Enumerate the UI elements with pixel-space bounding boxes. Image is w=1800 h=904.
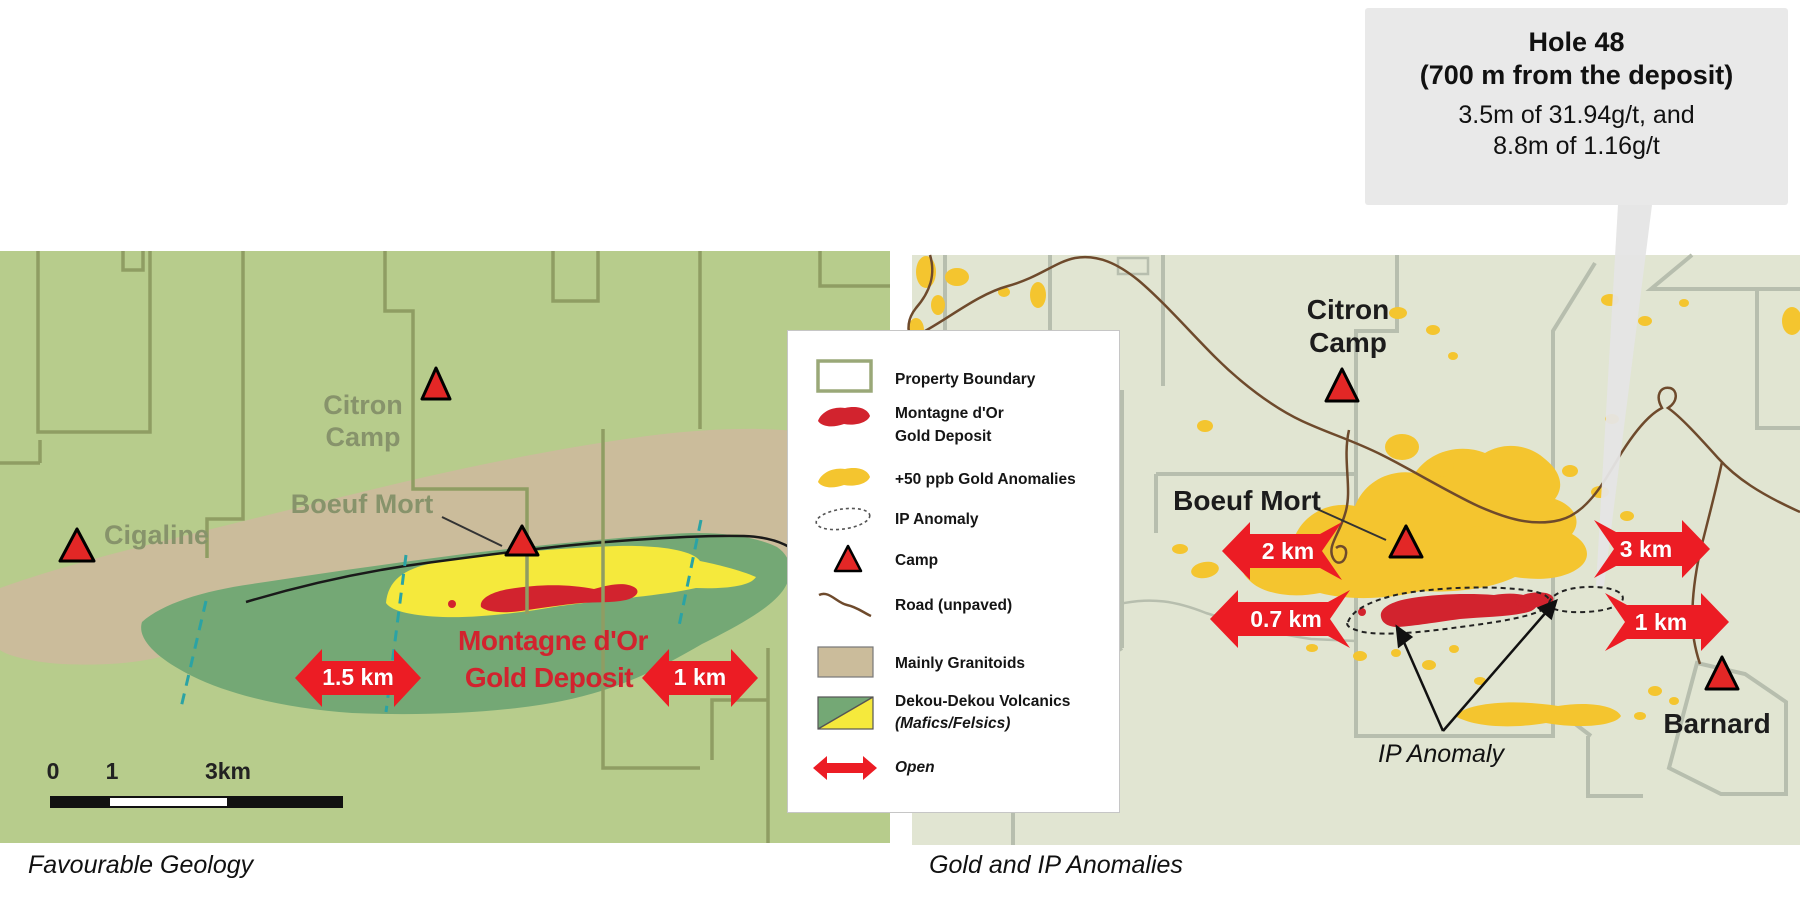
legend-label: Dekou-Dekou Volcanics	[895, 693, 1071, 710]
scale-bar-segment	[52, 798, 110, 806]
callout-subtitle: (700 m from the deposit)	[1419, 60, 1734, 90]
left-map-caption: Favourable Geology	[28, 851, 254, 879]
deposit-label-line1: Montagne d'Or	[458, 625, 648, 656]
deposit-label-line2: Gold Deposit	[464, 662, 634, 693]
arrow-0-7km-label: 0.7 km	[1250, 606, 1322, 632]
scale-bar-segment	[110, 798, 227, 806]
legend-label: IP Anomaly	[895, 511, 979, 528]
cigaline-label: Cigaline	[104, 520, 210, 550]
property-boundary-icon	[816, 359, 873, 393]
ip-anomaly-outlines	[1346, 585, 1624, 635]
boeuf-mort-label-left: Boeuf Mort	[290, 489, 434, 519]
callout-title: Hole 48	[1528, 27, 1625, 57]
open-arrows-icon	[813, 756, 877, 780]
arrow-2km-label: 2 km	[1261, 538, 1315, 564]
legend-label: Property Boundary	[895, 371, 1036, 388]
callout-body-line2: 8.8m of 1.16g/t	[1493, 132, 1660, 160]
arrow-3km-label: 3 km	[1619, 536, 1673, 562]
map-legend: Property Boundary Montagne d'Or Gold Dep…	[787, 330, 1120, 813]
boeuf-mort-label-right: Boeuf Mort	[1173, 485, 1321, 516]
gold-anomalies-icon	[818, 467, 870, 488]
right-distance-arrows	[1210, 520, 1729, 651]
arrow-3km	[1594, 520, 1710, 578]
scale-bar	[50, 796, 343, 808]
citron-camp-label-left-line2: Camp	[325, 422, 401, 452]
scale-tick-0: 0	[46, 758, 60, 784]
ip-anomaly-label: IP Anomaly	[1378, 740, 1504, 768]
right-property-boundaries	[943, 253, 1800, 845]
legend-label: Camp	[895, 552, 939, 569]
camp-icon	[833, 544, 863, 573]
arrow-1-5km	[295, 649, 421, 707]
scale-bar-segment	[227, 798, 341, 806]
volcanics-icon	[817, 696, 874, 730]
legend-label: Montagne d'Or	[895, 405, 1004, 422]
granitoids-icon	[817, 646, 874, 678]
callout-pointer-tail	[1596, 205, 1652, 586]
left-map-geology	[0, 251, 890, 843]
scale-tick-3km: 3km	[204, 758, 252, 784]
arrow-0-7km	[1210, 590, 1350, 648]
arrow-1km-left	[642, 649, 758, 707]
arrow-1-5km-label: 1.5 km	[322, 664, 394, 690]
right-map-caption: Gold and IP Anomalies	[929, 851, 1183, 879]
gold-deposit-right	[1358, 592, 1554, 627]
citron-camp-icon-right	[1324, 367, 1360, 403]
citron-camp-label-right-line1: Citron	[1306, 294, 1390, 325]
hole-48-callout: Hole 48 (700 m from the deposit) 3.5m of…	[1365, 8, 1788, 205]
gold-deposit-icon	[818, 406, 870, 427]
road-icon	[818, 592, 872, 618]
legend-label: Open	[895, 759, 935, 776]
callout-body-line1: 3.5m of 31.94g/t, and	[1458, 101, 1695, 129]
arrow-1km-left-label: 1 km	[673, 664, 727, 690]
left-distance-arrows	[295, 649, 758, 707]
citron-camp-label-left-line1: Citron	[323, 390, 403, 420]
barnard-camp-icon	[1704, 655, 1740, 691]
arrow-2km	[1222, 522, 1342, 580]
citron-camp-icon-left	[420, 366, 452, 401]
left-camp-markers	[58, 366, 540, 563]
legend-label: Mainly Granitoids	[895, 655, 1026, 672]
cigaline-camp-icon	[58, 527, 96, 563]
boeuf-mort-camp-icon-right	[1388, 524, 1424, 559]
arrow-1km-right	[1605, 593, 1729, 651]
legend-label-line2: (Mafics/Felsics)	[895, 715, 1011, 732]
fault-dashed-lines	[178, 519, 703, 713]
granitoid-area	[0, 428, 890, 665]
scale-tick-1: 1	[105, 758, 119, 784]
legend-label: +50 ppb Gold Anomalies	[895, 471, 1076, 488]
barnard-label: Barnard	[1663, 708, 1771, 739]
right-camp-markers	[1324, 367, 1740, 691]
boeuf-mort-leader-left	[441, 516, 503, 547]
gold-deposit-left	[480, 584, 638, 613]
felsic-band	[386, 545, 756, 618]
gold-deposit-left-satellite	[448, 600, 456, 608]
ip-anomaly-icon	[815, 507, 871, 531]
left-property-boundaries	[0, 251, 890, 843]
boeuf-mort-leader-right	[1316, 508, 1387, 541]
citron-camp-label-right-line2: Camp	[1309, 327, 1387, 358]
ip-anomaly-pointer-arrows	[1395, 598, 1558, 732]
legend-label-line2: Gold Deposit	[895, 428, 992, 445]
legend-label: Road (unpaved)	[895, 597, 1013, 614]
boeuf-mort-camp-icon-left	[504, 524, 540, 557]
arrow-1km-right-label: 1 km	[1634, 609, 1688, 635]
